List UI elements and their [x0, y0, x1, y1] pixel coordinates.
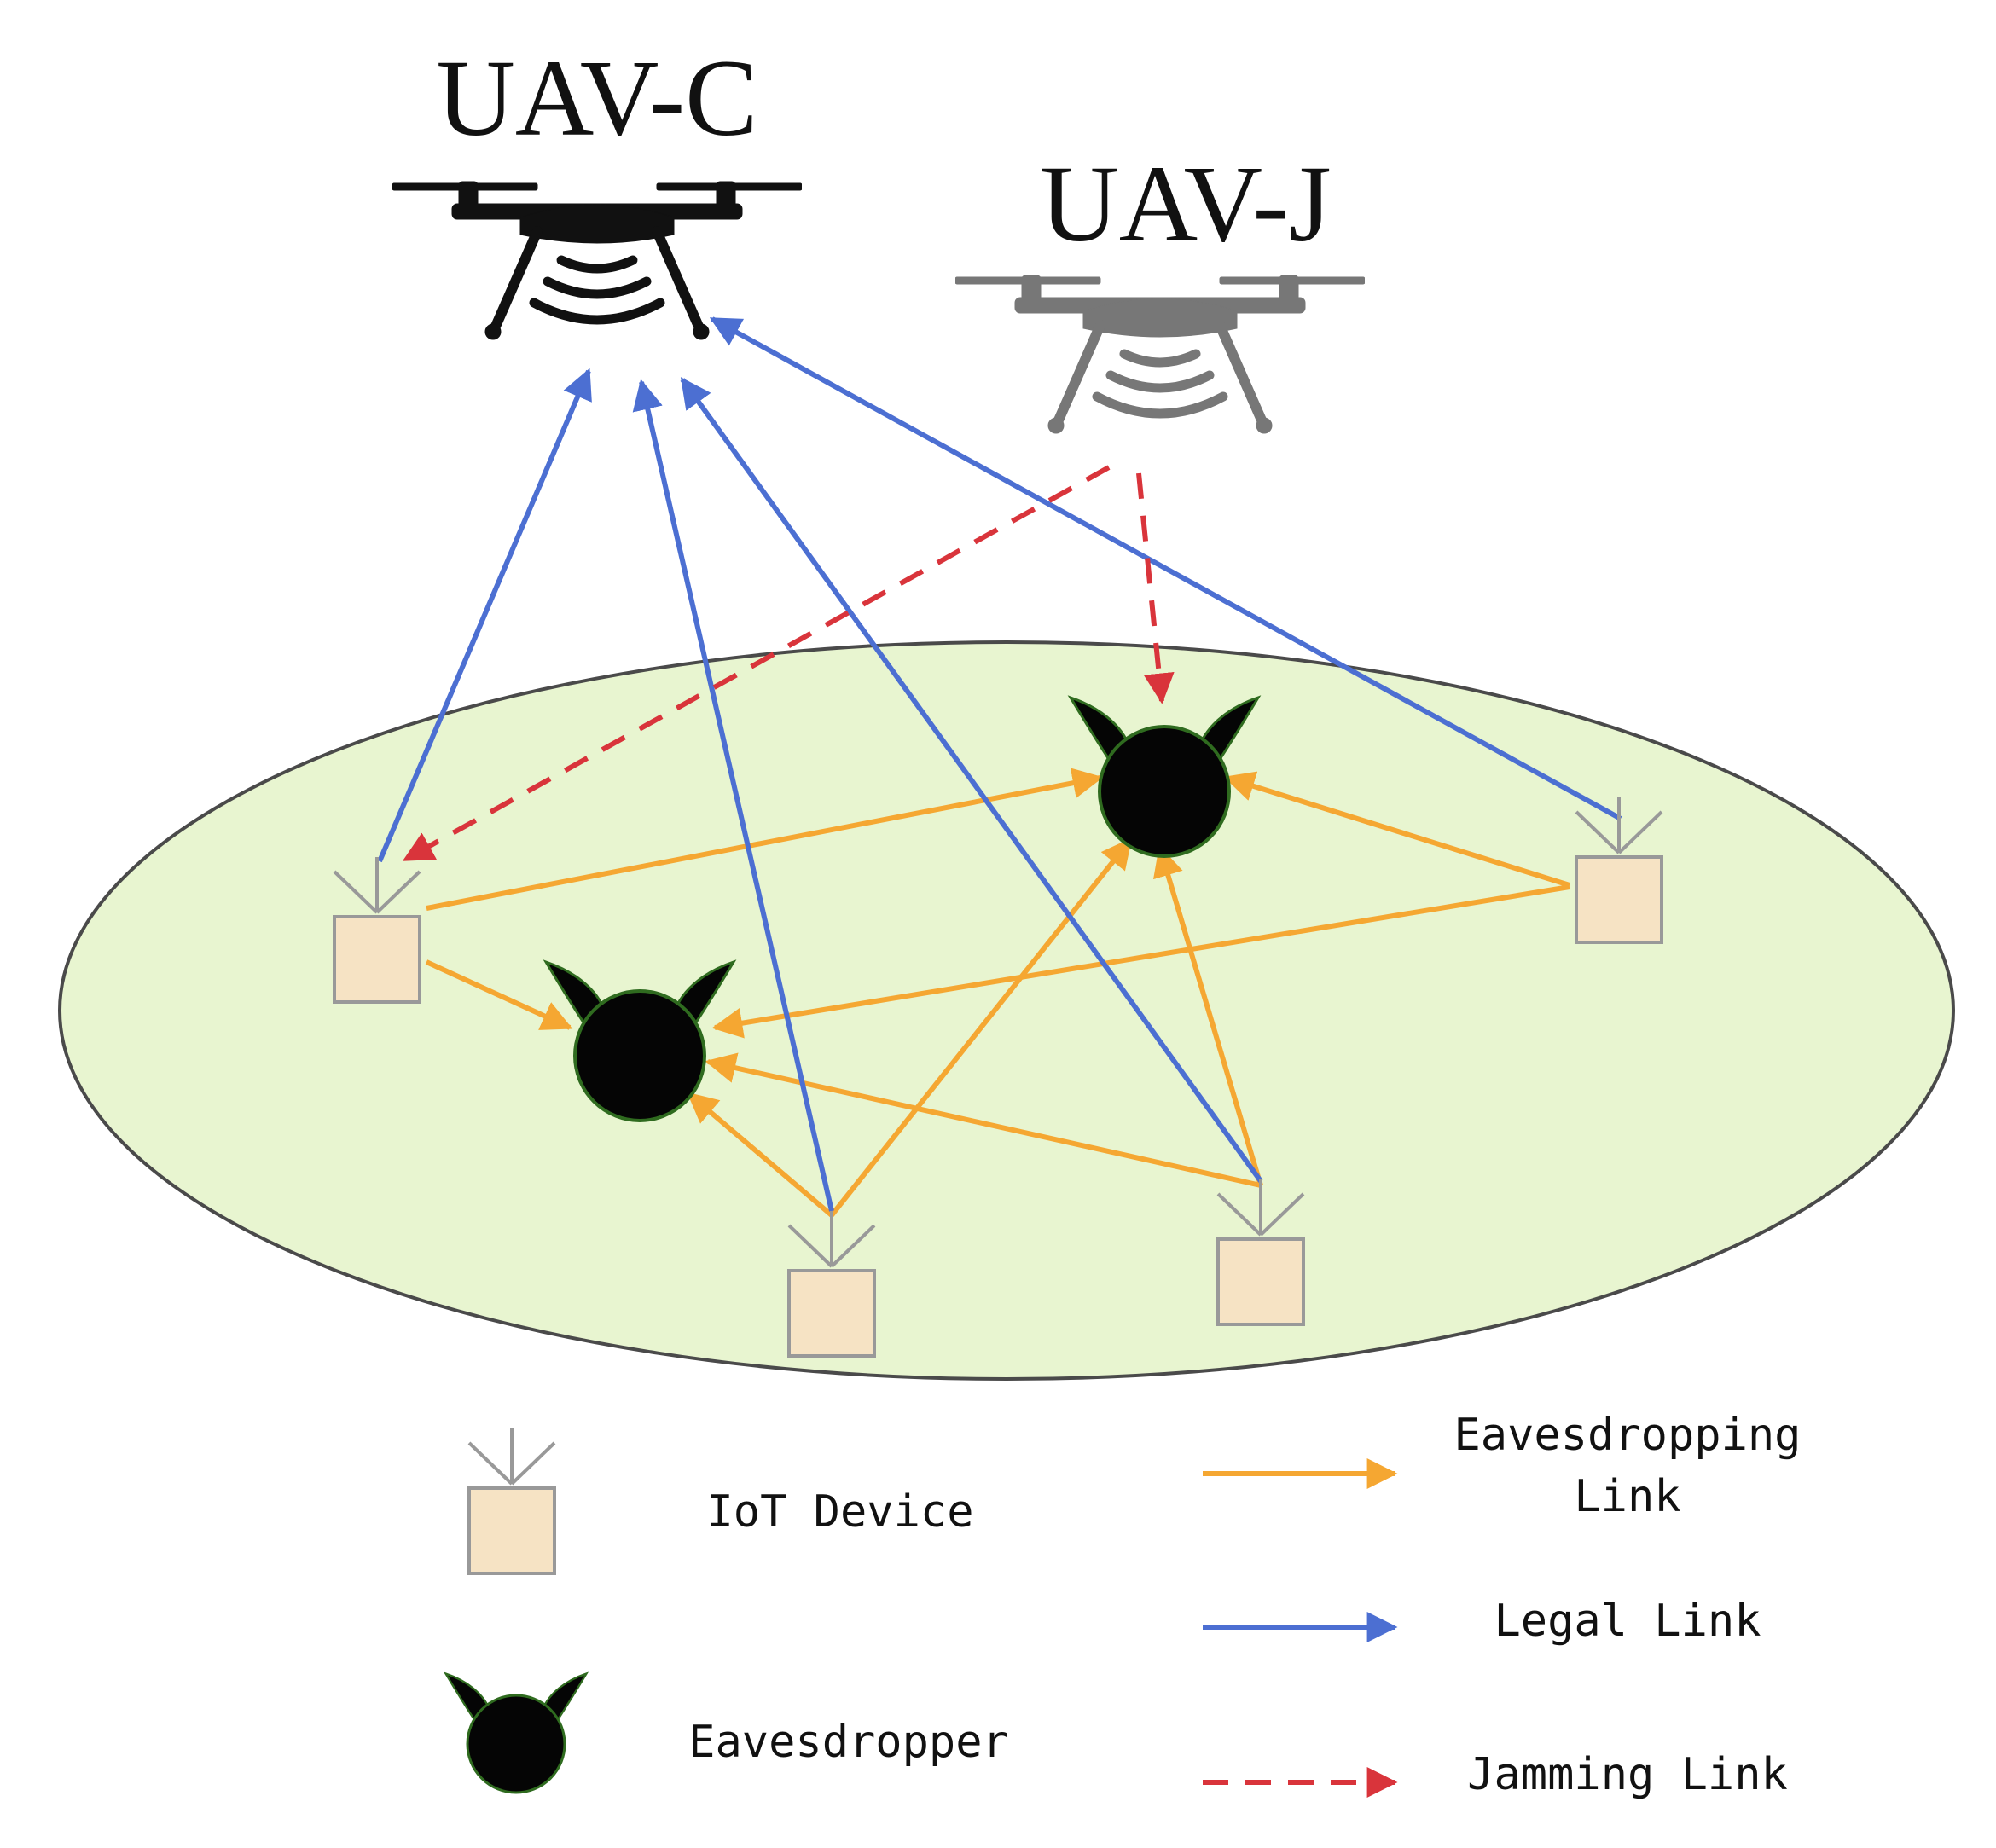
uav-c-node: UAV-C: [392, 38, 802, 339]
jamming-links: [402, 465, 1175, 862]
legend-label-eavesdropper: Eavesdropper: [688, 1717, 1009, 1768]
legal-links: [377, 316, 1622, 1212]
ground-area: [58, 640, 1955, 1381]
antenna-box-icon: [467, 1427, 556, 1575]
legend-label-eavesdropping-link-line1: Eavesdropping: [1454, 1410, 1802, 1461]
legal-link: [377, 368, 592, 863]
legend-label-eavesdropping-link-line2: Link: [1574, 1471, 1680, 1522]
eavesdropping-link: [687, 1092, 833, 1218]
horned-head-icon: [444, 1672, 588, 1794]
eavesdropping-link: [1153, 845, 1263, 1186]
quadcopter-drone-icon: [955, 275, 1365, 433]
uav-c-label: UAV-C: [436, 38, 757, 159]
eavesdropping-link: [829, 837, 1133, 1217]
legend-item-eavesdropper: Eavesdropper: [444, 1672, 1009, 1794]
uav-j-node: UAV-J: [955, 143, 1365, 433]
legend-label-jamming-link: Jamming Link: [1467, 1749, 1788, 1800]
jamming-link: [402, 465, 1111, 862]
uav-j-label: UAV-J: [1040, 143, 1332, 264]
legend-label-iot-device: IoT Device: [706, 1486, 973, 1538]
quadcopter-drone-icon: [392, 182, 802, 339]
legend: IoT Device Eavesdropper Eavesdropping Li…: [444, 1410, 1802, 1800]
legend-item-legal-link: Legal Link: [1203, 1596, 1761, 1647]
legal-link: [709, 316, 1622, 821]
eavesdropping-link: [711, 884, 1570, 1039]
legend-item-jamming-link: Jamming Link: [1203, 1749, 1788, 1800]
eavesdropping-link: [425, 959, 573, 1030]
legend-item-eavesdropping-link: Eavesdropping Link: [1203, 1410, 1802, 1522]
eavesdropping-link: [1223, 771, 1570, 888]
legend-label-legal-link: Legal Link: [1494, 1596, 1761, 1647]
legend-item-iot-device: IoT Device: [467, 1427, 974, 1575]
legal-link: [680, 377, 1263, 1183]
jamming-link: [1136, 472, 1175, 704]
legal-link: [632, 379, 834, 1212]
